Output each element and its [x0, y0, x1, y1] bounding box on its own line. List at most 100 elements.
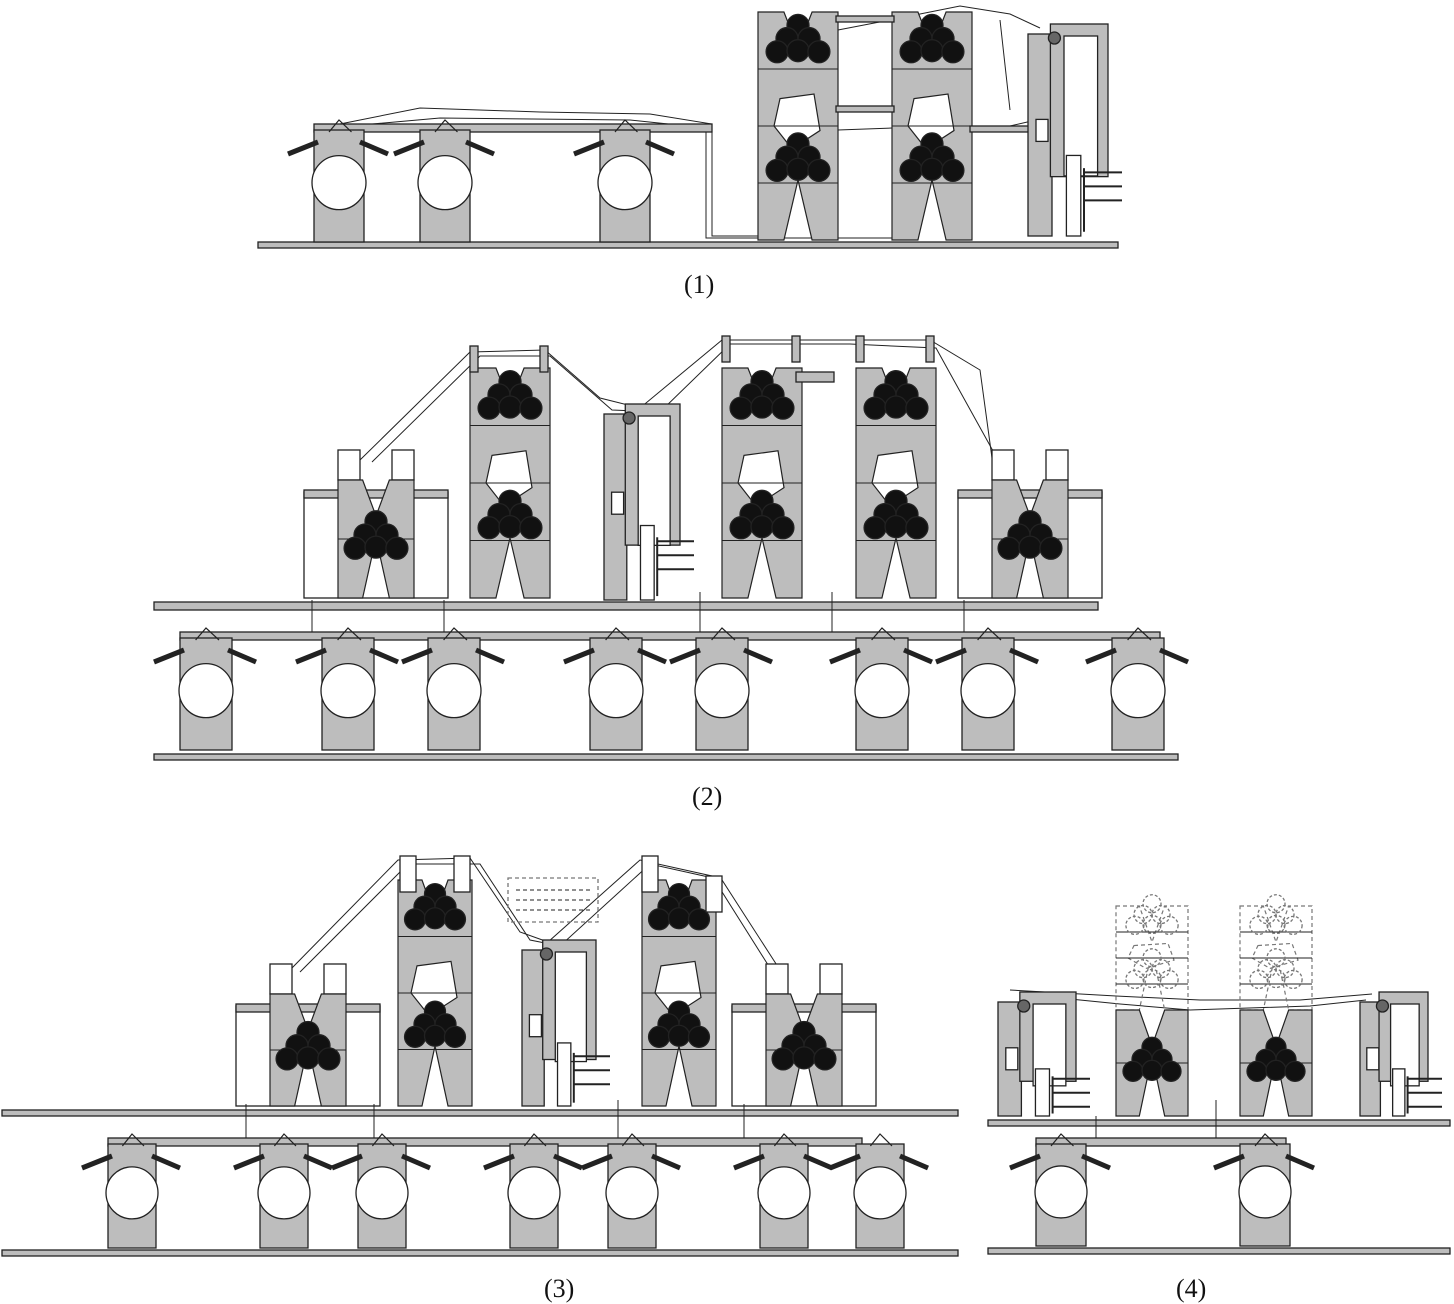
impression-cylinder	[1284, 1060, 1306, 1082]
tower-window	[1127, 942, 1175, 970]
impression-cylinder	[423, 907, 447, 930]
folder-window	[1005, 1047, 1019, 1071]
delivery-chute	[639, 524, 655, 601]
impression-cylinder	[1142, 914, 1162, 935]
impression-cylinder	[771, 516, 795, 540]
splicer-arm-right	[401, 1153, 431, 1171]
reel-stand	[331, 1133, 431, 1249]
folder-window	[1366, 1047, 1380, 1071]
reel-stand	[581, 1133, 681, 1249]
impression-cylinder	[1125, 969, 1145, 990]
floor-beam	[987, 1247, 1451, 1255]
paper-roll	[854, 662, 910, 719]
tower-frame	[991, 479, 1069, 599]
splicer-arm-right	[637, 647, 667, 665]
paper-roll	[1110, 662, 1166, 719]
unit-top-rail	[731, 1003, 877, 1013]
impression-cylinder	[498, 514, 522, 539]
tower-bridge	[969, 125, 1031, 133]
impression-cylinder	[1275, 958, 1295, 979]
reel-stand	[295, 627, 399, 751]
reel-stand	[573, 119, 675, 243]
splicer-arm-left	[1085, 647, 1117, 665]
printing-unit-boxed	[731, 963, 877, 1107]
infeed-box-right	[391, 449, 415, 481]
caption-figure-1: (1)	[684, 270, 715, 299]
impression-cylinder	[385, 536, 409, 560]
paper-roll	[853, 1166, 907, 1220]
reel-stand	[563, 627, 667, 751]
reel-stand	[81, 1133, 181, 1249]
unit-top-rail	[235, 1003, 381, 1013]
impression-cylinder	[729, 516, 753, 540]
paper-roll	[417, 154, 473, 211]
feed-bracket	[371, 1133, 395, 1147]
paper-roll	[1238, 1165, 1292, 1219]
splicer-arm-right	[475, 647, 505, 665]
impression-cylinder	[296, 1046, 320, 1070]
folder-unit	[1359, 991, 1442, 1117]
impression-cylinder	[1266, 948, 1286, 968]
feed-bracket	[605, 627, 630, 641]
impression-cylinder	[884, 395, 908, 419]
impression-cylinder	[1275, 904, 1295, 925]
splicer-arm-left	[153, 647, 185, 665]
impression-cylinder	[667, 1024, 691, 1047]
reel-rail	[107, 1137, 863, 1147]
reel-stand	[733, 1133, 833, 1249]
tower-frame	[765, 993, 843, 1107]
splicer-arm-left	[573, 139, 605, 157]
impression-cylinder	[765, 40, 789, 64]
impression-cylinder	[647, 908, 671, 931]
impression-cylinder	[771, 396, 795, 420]
paper-web-path	[999, 19, 1011, 111]
folder-unit	[997, 991, 1090, 1117]
paper-roll	[960, 662, 1016, 719]
infeed-box-left	[337, 449, 361, 481]
reel-stand	[153, 627, 257, 751]
printing-tower	[757, 11, 839, 241]
impression-cylinder	[1133, 958, 1153, 979]
splicer-arm-right	[1009, 647, 1039, 665]
reel-stand	[287, 119, 389, 243]
caption-figure-4: (4)	[1176, 1274, 1207, 1303]
folder-former-roller	[622, 411, 636, 425]
impression-cylinder	[1159, 969, 1179, 990]
reel-stand	[1085, 627, 1189, 751]
impression-cylinder	[343, 536, 367, 560]
feed-bracket	[434, 119, 458, 133]
paper-roll	[257, 1166, 311, 1220]
impression-cylinder	[807, 40, 831, 64]
impression-cylinder	[1039, 536, 1063, 560]
printing-tower	[269, 993, 347, 1107]
reel-stand	[1213, 1133, 1315, 1247]
splicer-arm-right	[359, 139, 389, 157]
guide-post	[791, 335, 801, 363]
printing-tower	[721, 367, 803, 599]
impression-cylinder	[813, 1047, 837, 1071]
splicer-arm-left	[393, 139, 425, 157]
impression-cylinder	[863, 396, 887, 420]
reel-stand	[393, 119, 495, 243]
guide-post	[469, 345, 479, 373]
splicer-arm-left	[1213, 1153, 1245, 1171]
printing-tower	[891, 11, 973, 241]
feed-bracket	[121, 1133, 145, 1147]
impression-cylinder	[920, 39, 944, 63]
impression-cylinder	[905, 396, 929, 420]
impression-cylinder	[1257, 904, 1277, 925]
tower-frame	[269, 993, 347, 1107]
impression-cylinder	[647, 1025, 671, 1048]
impression-cylinder	[1018, 535, 1042, 559]
impression-cylinder	[905, 516, 929, 540]
folder-unit	[521, 939, 610, 1107]
impression-cylinder	[1159, 915, 1179, 935]
printing-tower	[991, 479, 1069, 599]
impression-cylinder	[765, 158, 789, 182]
impression-cylinder	[786, 157, 810, 181]
feed-bracket	[1050, 1133, 1074, 1147]
floor-beam	[1, 1109, 959, 1117]
caption-figure-3: (3)	[544, 1274, 575, 1303]
impression-cylinder	[1265, 1059, 1287, 1081]
